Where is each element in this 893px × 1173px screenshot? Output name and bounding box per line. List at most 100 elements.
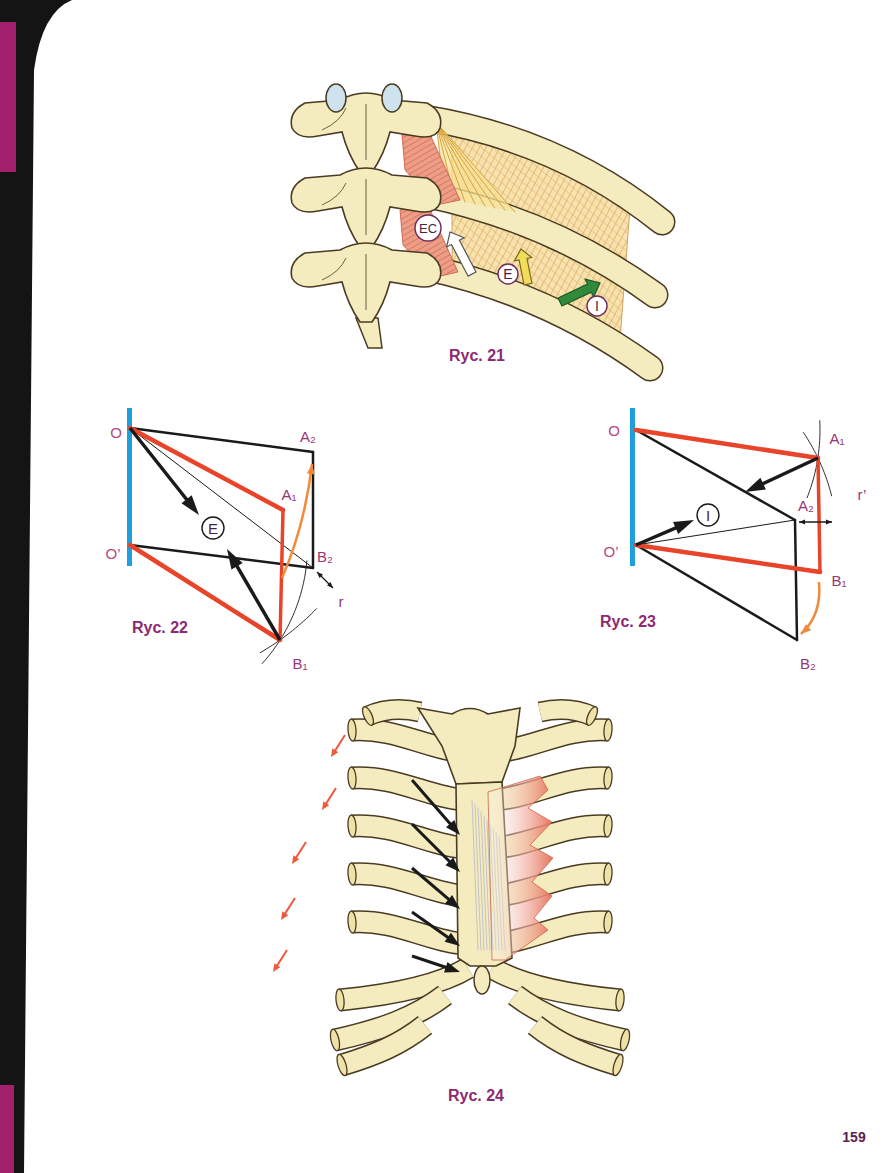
sternal-shading bbox=[475, 804, 481, 950]
arrow-head bbox=[446, 858, 460, 872]
dimension-head bbox=[799, 520, 805, 525]
point-label: B₁ bbox=[830, 573, 847, 588]
rib-outline bbox=[352, 778, 466, 800]
rib-outline bbox=[342, 1025, 425, 1065]
point-label: O bbox=[109, 425, 123, 440]
muscle-force-arrow bbox=[447, 232, 476, 276]
axis-bar bbox=[630, 408, 635, 566]
arrow-head bbox=[331, 748, 338, 757]
vertebra-detail bbox=[366, 104, 367, 160]
vertebra-detail bbox=[322, 183, 346, 205]
arrow-head bbox=[444, 962, 460, 972]
arrow-shaft bbox=[636, 526, 679, 545]
rib-cut-end bbox=[335, 989, 345, 1012]
point-label: A₁ bbox=[280, 487, 297, 502]
rib-cut-end bbox=[619, 1028, 632, 1051]
vertebra-detail bbox=[322, 258, 346, 280]
arrow-shaft bbox=[130, 428, 189, 502]
circle-shape bbox=[697, 504, 719, 526]
circle-shape bbox=[415, 215, 441, 241]
circle-letter-text: E bbox=[503, 267, 512, 281]
rib-cut-end bbox=[347, 911, 357, 934]
rib bbox=[340, 968, 468, 1000]
rib-outline bbox=[535, 1025, 618, 1065]
transversus-thoracis-muscle bbox=[488, 776, 553, 960]
figure-24 bbox=[273, 705, 631, 1076]
rib-cut-end bbox=[329, 1028, 342, 1051]
arrow-head bbox=[322, 801, 329, 810]
point-label: O’ bbox=[603, 544, 620, 559]
rib-outline bbox=[340, 968, 468, 1000]
rib-position-line bbox=[130, 428, 283, 510]
figure-23 bbox=[630, 408, 832, 640]
rib bbox=[342, 1025, 425, 1065]
rib-outline bbox=[428, 268, 650, 368]
vertebra bbox=[291, 168, 441, 247]
circle-shape bbox=[202, 517, 224, 539]
rib bbox=[535, 1025, 618, 1065]
point-label: B₂ bbox=[799, 656, 817, 671]
point-label: B₁ bbox=[291, 656, 308, 671]
rib-cut-end bbox=[603, 911, 613, 934]
vertebra bbox=[291, 93, 441, 172]
circle-letter: I bbox=[696, 503, 720, 527]
rib-outline bbox=[352, 874, 466, 896]
rib-cut-end bbox=[603, 863, 613, 886]
arrow-shaft bbox=[295, 842, 306, 859]
point-label: A₁ bbox=[828, 431, 845, 446]
arrow-shaft bbox=[412, 912, 450, 939]
point-label: O bbox=[607, 423, 621, 438]
figure-22 bbox=[127, 408, 333, 664]
circle-letter: E bbox=[201, 516, 225, 540]
point-label: O’ bbox=[105, 546, 122, 561]
xiphoid-process bbox=[474, 966, 490, 994]
arrow-head bbox=[181, 495, 199, 515]
dimension-line bbox=[317, 572, 333, 588]
rib-cut-end bbox=[347, 719, 357, 742]
rib-cut-end bbox=[611, 1053, 625, 1076]
arrow-head bbox=[292, 855, 299, 864]
vertebra-detail bbox=[366, 179, 367, 235]
dimension-head bbox=[826, 520, 832, 525]
arrow-shaft bbox=[760, 458, 818, 485]
point-label: A₂ bbox=[797, 498, 815, 513]
arrow-head bbox=[445, 895, 460, 909]
rib bbox=[492, 968, 620, 1000]
arrow-shaft bbox=[334, 735, 345, 752]
circle-letter: E bbox=[497, 263, 519, 285]
arrow-head bbox=[273, 963, 280, 972]
arrow-shaft bbox=[235, 563, 280, 640]
diagonal-line bbox=[130, 428, 313, 568]
sternal-shading bbox=[481, 812, 487, 950]
circle-letter: I bbox=[586, 295, 608, 317]
articular-facet bbox=[326, 84, 346, 112]
rib-outline bbox=[352, 826, 466, 848]
arrow-shaft bbox=[412, 956, 449, 968]
vertebra-detail bbox=[366, 254, 367, 310]
motion-arrow-head bbox=[307, 464, 315, 474]
sternal-shading bbox=[478, 808, 484, 950]
dimension-label: r’ bbox=[857, 487, 868, 502]
figure-caption: Ryc. 21 bbox=[448, 348, 506, 364]
figure-caption: Ryc. 24 bbox=[447, 1088, 505, 1104]
rib-cut-end bbox=[584, 705, 599, 727]
circle-letter-text: EC bbox=[419, 222, 437, 235]
arrow-head bbox=[446, 820, 460, 835]
rib-position-line bbox=[130, 545, 280, 640]
rib-cut-end bbox=[603, 719, 613, 742]
rib-cut-end bbox=[615, 989, 625, 1012]
dimension-label: r bbox=[338, 594, 345, 609]
vector-line bbox=[130, 428, 313, 452]
arrow-head bbox=[281, 911, 288, 920]
arrow-head bbox=[227, 549, 243, 570]
motion-arc bbox=[801, 582, 819, 634]
rib-outline bbox=[368, 709, 420, 716]
rib-cut-end bbox=[335, 1053, 349, 1076]
motion-arrow-head bbox=[801, 624, 811, 634]
figure-21 bbox=[291, 84, 662, 368]
arrow-shaft bbox=[412, 780, 452, 826]
arrow-head bbox=[445, 933, 460, 946]
dimension-head bbox=[327, 582, 333, 588]
rib bbox=[540, 709, 592, 716]
arrow-head bbox=[745, 478, 766, 492]
